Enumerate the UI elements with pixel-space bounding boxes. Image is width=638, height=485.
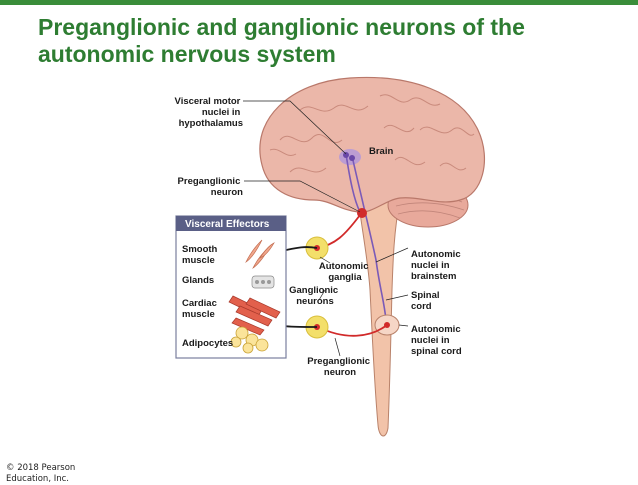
preganglionic-lower-label: Preganglionic neuron (307, 356, 372, 378)
slide-title: Preganglionic and ganglionic neurons of … (38, 14, 618, 68)
smooth-muscle-icon (245, 239, 275, 270)
brain-label: Brain (369, 146, 393, 157)
glands-icon (251, 275, 275, 289)
slide-title-line1: Preganglionic and ganglionic neurons of … (38, 14, 525, 40)
cardiac-muscle-label: Cardiac muscle (182, 298, 220, 320)
smooth-muscle-label: Smooth muscle (182, 244, 220, 266)
autonomic-ganglia-label: Autonomic ganglia (319, 261, 371, 283)
spinal-cord-label: Spinal cord (411, 290, 442, 312)
glands-label: Glands (182, 275, 214, 286)
visceral-effectors-header (176, 216, 286, 231)
cardiac-muscle-icon (228, 295, 281, 336)
leader-lines (243, 100, 409, 357)
slide-title-line2: autonomic nervous system (38, 41, 336, 67)
adipocytes-icon (230, 326, 269, 354)
cerebrum-shape (259, 76, 486, 213)
visceral-motor-label: Visceral motor nuclei in hypothalamus (175, 96, 243, 129)
lower-ganglionic-axon (283, 325, 318, 328)
visceral-effectors-title: Visceral Effectors (185, 219, 270, 230)
copyright-text: © 2018 Pearson Education, Inc. (6, 463, 76, 484)
adipocytes-label: Adipocytes (182, 338, 233, 349)
preganglionic-upper-label: Preganglionic neuron (178, 176, 244, 198)
top-accent-bar (0, 0, 638, 5)
autonomic-spinal-label: Autonomic nuclei in spinal cord (411, 324, 463, 357)
autonomic-brainstem-label: Autonomic nuclei in brainstem (411, 249, 463, 282)
ganglionic-neurons-label: Ganglionic neurons (289, 285, 341, 307)
